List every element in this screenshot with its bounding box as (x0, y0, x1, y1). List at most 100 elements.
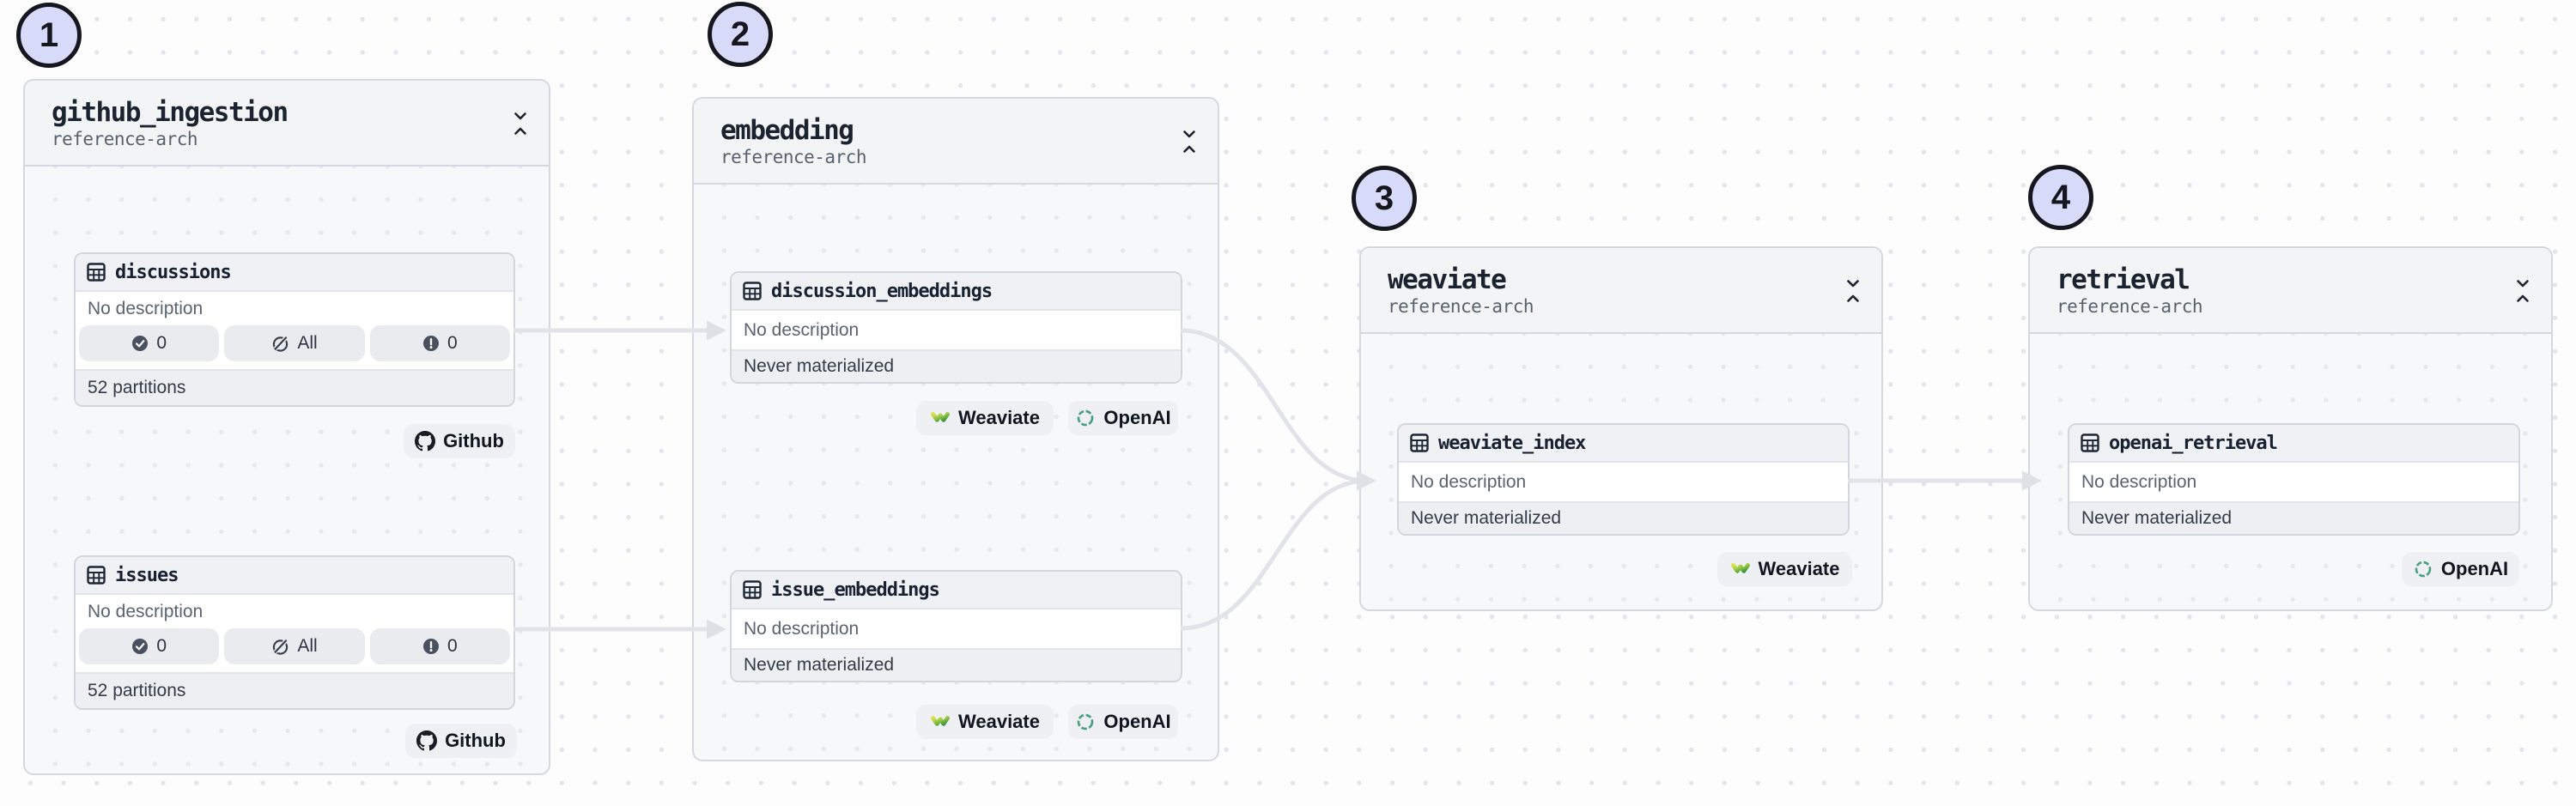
asset-name: issues (115, 564, 179, 586)
collapse-group-button[interactable] (1182, 130, 1197, 154)
kind-tag-github[interactable]: Github (404, 424, 515, 458)
kind-tag-github[interactable]: Github (405, 724, 517, 758)
chevron-down-icon (1182, 130, 1196, 139)
collapse-group-button[interactable] (513, 112, 528, 136)
group-title: retrieval (2057, 264, 2190, 295)
kind-tag-weaviate[interactable]: Weaviate (916, 401, 1054, 435)
group-header[interactable]: github_ingestion reference-arch (25, 81, 549, 167)
asset-node-openai-retrieval[interactable]: openai_retrieval No description Never ma… (2068, 423, 2520, 536)
step-badge-2: 2 (708, 2, 773, 67)
group-header[interactable]: retrieval reference-arch (2030, 248, 2551, 334)
kind-tag-weaviate[interactable]: Weaviate (1717, 552, 1852, 586)
step-number: 2 (730, 15, 750, 53)
chevron-down-icon (513, 112, 527, 121)
step-badge-4: 4 (2028, 165, 2093, 230)
materialization-status: Never materialized (1411, 508, 1562, 528)
openai-icon (1075, 408, 1096, 428)
partitions-failed-badge[interactable]: 0 (369, 628, 510, 664)
asset-description: No description (744, 618, 860, 639)
check-circle-icon (131, 335, 149, 352)
chevron-up-icon (2516, 294, 2530, 303)
kind-tag-openai[interactable]: OpenAI (2402, 552, 2519, 586)
slash-circle-icon (271, 335, 289, 353)
table-icon (743, 282, 762, 300)
asset-description: No description (88, 602, 204, 621)
partitions-success-badge[interactable]: 0 (79, 628, 220, 664)
badge-value: All (297, 333, 318, 353)
asset-name: discussion_embeddings (771, 280, 993, 302)
asset-group-embedding: embedding reference-arch discussion_embe… (692, 97, 1219, 761)
partition-count: 52 partitions (88, 378, 186, 397)
asset-node-discussions[interactable]: discussions No description 0 All 0 (74, 252, 515, 407)
step-number: 1 (39, 15, 59, 54)
partition-health-row: 0 All 0 (79, 628, 510, 664)
kind-tag-label: Weaviate (1758, 558, 1840, 579)
kind-tag-label: Weaviate (958, 407, 1040, 428)
weaviate-icon (930, 712, 951, 732)
kind-tag-label: Github (445, 730, 506, 751)
badge-value: 0 (447, 333, 458, 353)
partition-count: 52 partitions (88, 681, 186, 700)
group-header[interactable]: embedding reference-arch (694, 99, 1218, 185)
github-icon (416, 730, 438, 751)
alert-circle-icon (422, 638, 440, 655)
slash-circle-icon (271, 638, 289, 656)
asset-description: No description (88, 299, 204, 318)
weaviate-icon (930, 408, 951, 428)
collapse-group-button[interactable] (1845, 279, 1861, 303)
table-icon (2081, 433, 2099, 452)
kind-tag-label: OpenAI (2440, 558, 2509, 579)
weaviate-icon (1730, 559, 1751, 579)
asset-name: discussions (115, 261, 232, 283)
asset-description: No description (744, 319, 860, 340)
kind-tag-label: OpenAI (1103, 407, 1171, 428)
materialization-status: Never materialized (2081, 508, 2233, 528)
step-number: 4 (2050, 178, 2071, 216)
openai-icon (1075, 712, 1096, 732)
badge-value: 0 (447, 636, 458, 656)
alert-circle-icon (422, 335, 440, 352)
group-subtitle: reference-arch (720, 147, 867, 167)
partitions-missing-badge[interactable]: All (224, 628, 365, 664)
asset-description: No description (1411, 471, 1527, 492)
asset-group-retrieval: retrieval reference-arch openai_retrieva… (2028, 246, 2553, 611)
asset-node-discussion-embeddings[interactable]: discussion_embeddings No description Nev… (730, 271, 1182, 384)
openai-icon (2413, 559, 2433, 579)
step-badge-3: 3 (1352, 166, 1417, 231)
kind-tag-label: Github (443, 430, 504, 451)
chevron-down-icon (1846, 279, 1860, 288)
group-subtitle: reference-arch (52, 129, 198, 149)
badge-value: 0 (156, 333, 167, 353)
asset-name: issue_embeddings (771, 579, 940, 601)
partitions-success-badge[interactable]: 0 (79, 325, 220, 361)
asset-node-weaviate-index[interactable]: weaviate_index No description Never mate… (1397, 423, 1850, 536)
table-icon (87, 566, 106, 585)
materialization-status: Never materialized (744, 655, 895, 675)
asset-node-issues[interactable]: issues No description 0 All 0 (74, 555, 515, 710)
badge-value: All (297, 636, 318, 656)
github-icon (415, 431, 436, 451)
table-icon (87, 263, 106, 282)
asset-description: No description (2081, 471, 2197, 492)
chevron-up-icon (1182, 144, 1196, 154)
group-subtitle: reference-arch (2057, 296, 2203, 317)
group-title: weaviate (1388, 264, 1507, 295)
partitions-missing-badge[interactable]: All (224, 325, 365, 361)
group-title: github_ingestion (52, 97, 289, 128)
kind-tag-label: Weaviate (958, 711, 1040, 732)
asset-name: weaviate_index (1438, 432, 1586, 454)
kind-tag-openai[interactable]: OpenAI (1068, 401, 1178, 435)
group-header[interactable]: weaviate reference-arch (1361, 248, 1881, 334)
chevron-up-icon (1846, 294, 1860, 303)
kind-tag-label: OpenAI (1103, 711, 1171, 732)
collapse-group-button[interactable] (2515, 279, 2530, 303)
table-icon (743, 580, 762, 599)
kind-tag-openai[interactable]: OpenAI (1068, 705, 1178, 739)
kind-tag-weaviate[interactable]: Weaviate (916, 705, 1054, 739)
table-icon (1410, 433, 1429, 452)
partitions-failed-badge[interactable]: 0 (369, 325, 510, 361)
badge-value: 0 (156, 636, 167, 656)
materialization-status: Never materialized (744, 356, 895, 376)
asset-node-issue-embeddings[interactable]: issue_embeddings No description Never ma… (730, 570, 1182, 682)
